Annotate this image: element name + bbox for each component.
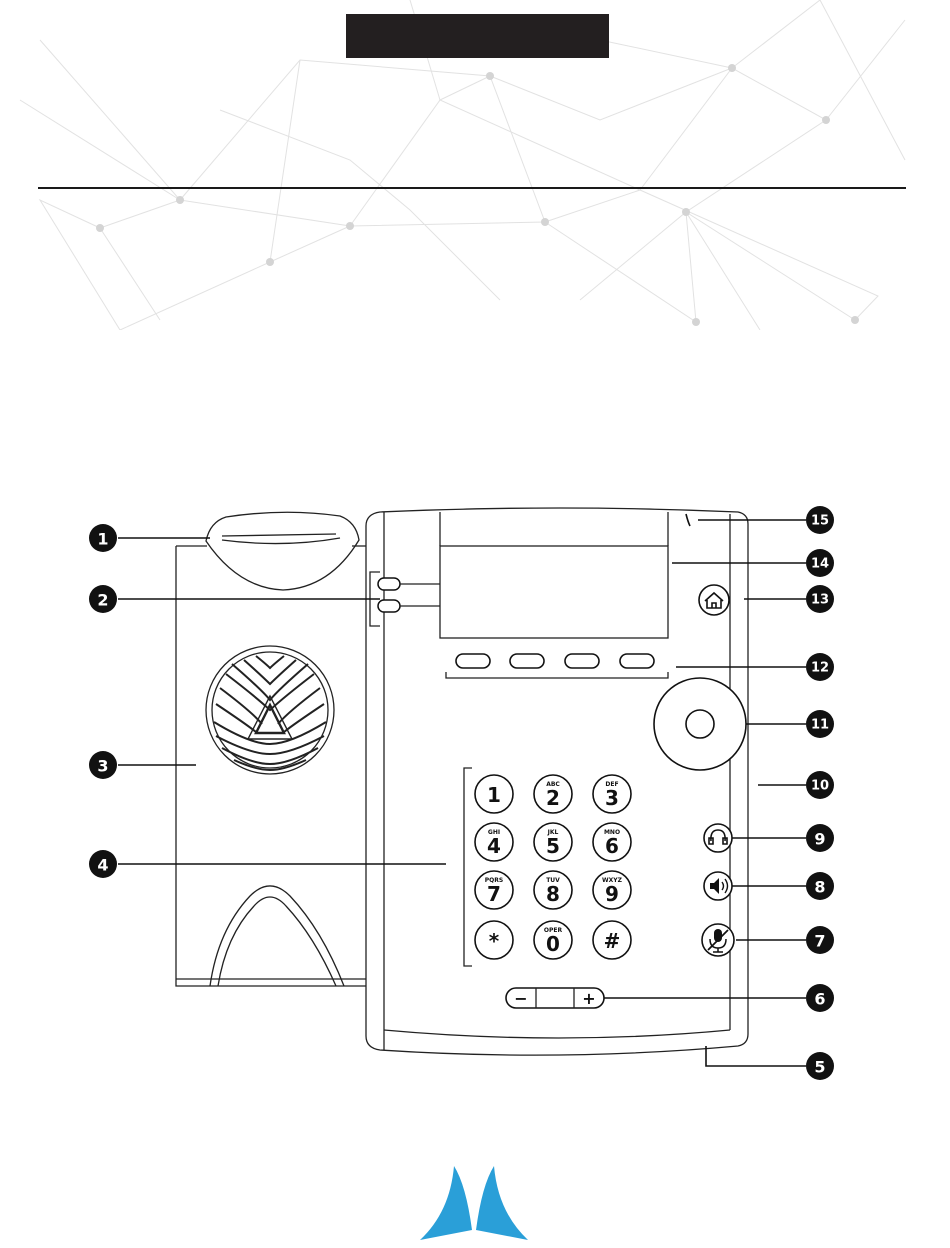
callout-number: 2: [97, 591, 108, 610]
callout-4: 4: [89, 850, 117, 878]
callout-1: 1: [89, 524, 117, 552]
phone-left-unit: [176, 512, 366, 986]
soft-key-1[interactable]: [456, 654, 490, 668]
callout-number: 12: [811, 661, 829, 676]
dial-key-digit: 1: [487, 783, 501, 807]
callout-number: 5: [814, 1058, 825, 1077]
dial-key-digit: 4: [487, 834, 501, 858]
soft-key-3[interactable]: [565, 654, 599, 668]
callout-number: 11: [811, 718, 829, 733]
callout-number: 13: [811, 593, 829, 608]
dial-key-star[interactable]: *: [475, 921, 513, 959]
callout-3: 3: [89, 751, 117, 779]
navigation-cluster[interactable]: [654, 678, 746, 770]
volume-down-button[interactable]: −: [514, 989, 527, 1008]
company-logo-icon: [420, 1166, 528, 1240]
headset-button[interactable]: [704, 824, 732, 852]
dial-key-digit: 2: [546, 786, 560, 810]
mute-button[interactable]: [702, 924, 734, 956]
callout-number: 14: [811, 557, 829, 572]
speaker-grille: [206, 646, 334, 774]
callout-number: 1: [97, 530, 108, 549]
speakerphone-button[interactable]: [704, 872, 732, 900]
dial-key-digit: 5: [546, 834, 560, 858]
dial-key-digit: 6: [605, 834, 619, 858]
soft-key-4[interactable]: [620, 654, 654, 668]
callout-7: 7: [806, 926, 834, 954]
dial-key-digit: 8: [546, 882, 560, 906]
line-keys: [370, 572, 440, 626]
volume-key: − +: [506, 988, 604, 1008]
dial-key-digit: #: [604, 929, 621, 953]
callout-number: 15: [811, 514, 829, 529]
soft-keys: [446, 654, 668, 678]
callout-14: 14: [806, 549, 834, 577]
callout-number: 3: [97, 757, 108, 776]
callout-5: 5: [806, 1052, 834, 1080]
callout-number: 10: [811, 779, 829, 794]
callout-13: 13: [806, 585, 834, 613]
callout-number: 7: [814, 932, 825, 951]
display-screen: [440, 512, 668, 638]
callout-9: 9: [806, 824, 834, 852]
callout-11: 11: [806, 710, 834, 738]
callout-15: 15: [806, 506, 834, 534]
select-button[interactable]: [686, 710, 714, 738]
callout-6: 6: [806, 984, 834, 1012]
home-button[interactable]: [699, 585, 729, 615]
callout-number: 8: [814, 878, 825, 897]
callout-8: 8: [806, 872, 834, 900]
hookswitch: [206, 512, 359, 590]
volume-up-button[interactable]: +: [582, 989, 595, 1008]
dial-key-digit: 3: [605, 786, 619, 810]
handset-rest-arch: [210, 886, 344, 986]
callout-number: 6: [814, 990, 825, 1009]
dial-key-digit: *: [489, 929, 500, 953]
dial-key-digit: 0: [546, 932, 560, 956]
callout-12: 12: [806, 653, 834, 681]
callout-number: 4: [97, 856, 108, 875]
message-waiting-indicator: [686, 514, 690, 526]
callout-number: 9: [814, 830, 825, 849]
line-key-1[interactable]: [378, 578, 400, 590]
dial-key-1[interactable]: 1: [475, 775, 513, 813]
dial-key-digit: 7: [487, 882, 501, 906]
dial-key-hash[interactable]: #: [593, 921, 631, 959]
soft-key-2[interactable]: [510, 654, 544, 668]
dial-key-digit: 9: [605, 882, 619, 906]
callout-2: 2: [89, 585, 117, 613]
callout-10: 10: [806, 771, 834, 799]
line-key-2[interactable]: [378, 600, 400, 612]
